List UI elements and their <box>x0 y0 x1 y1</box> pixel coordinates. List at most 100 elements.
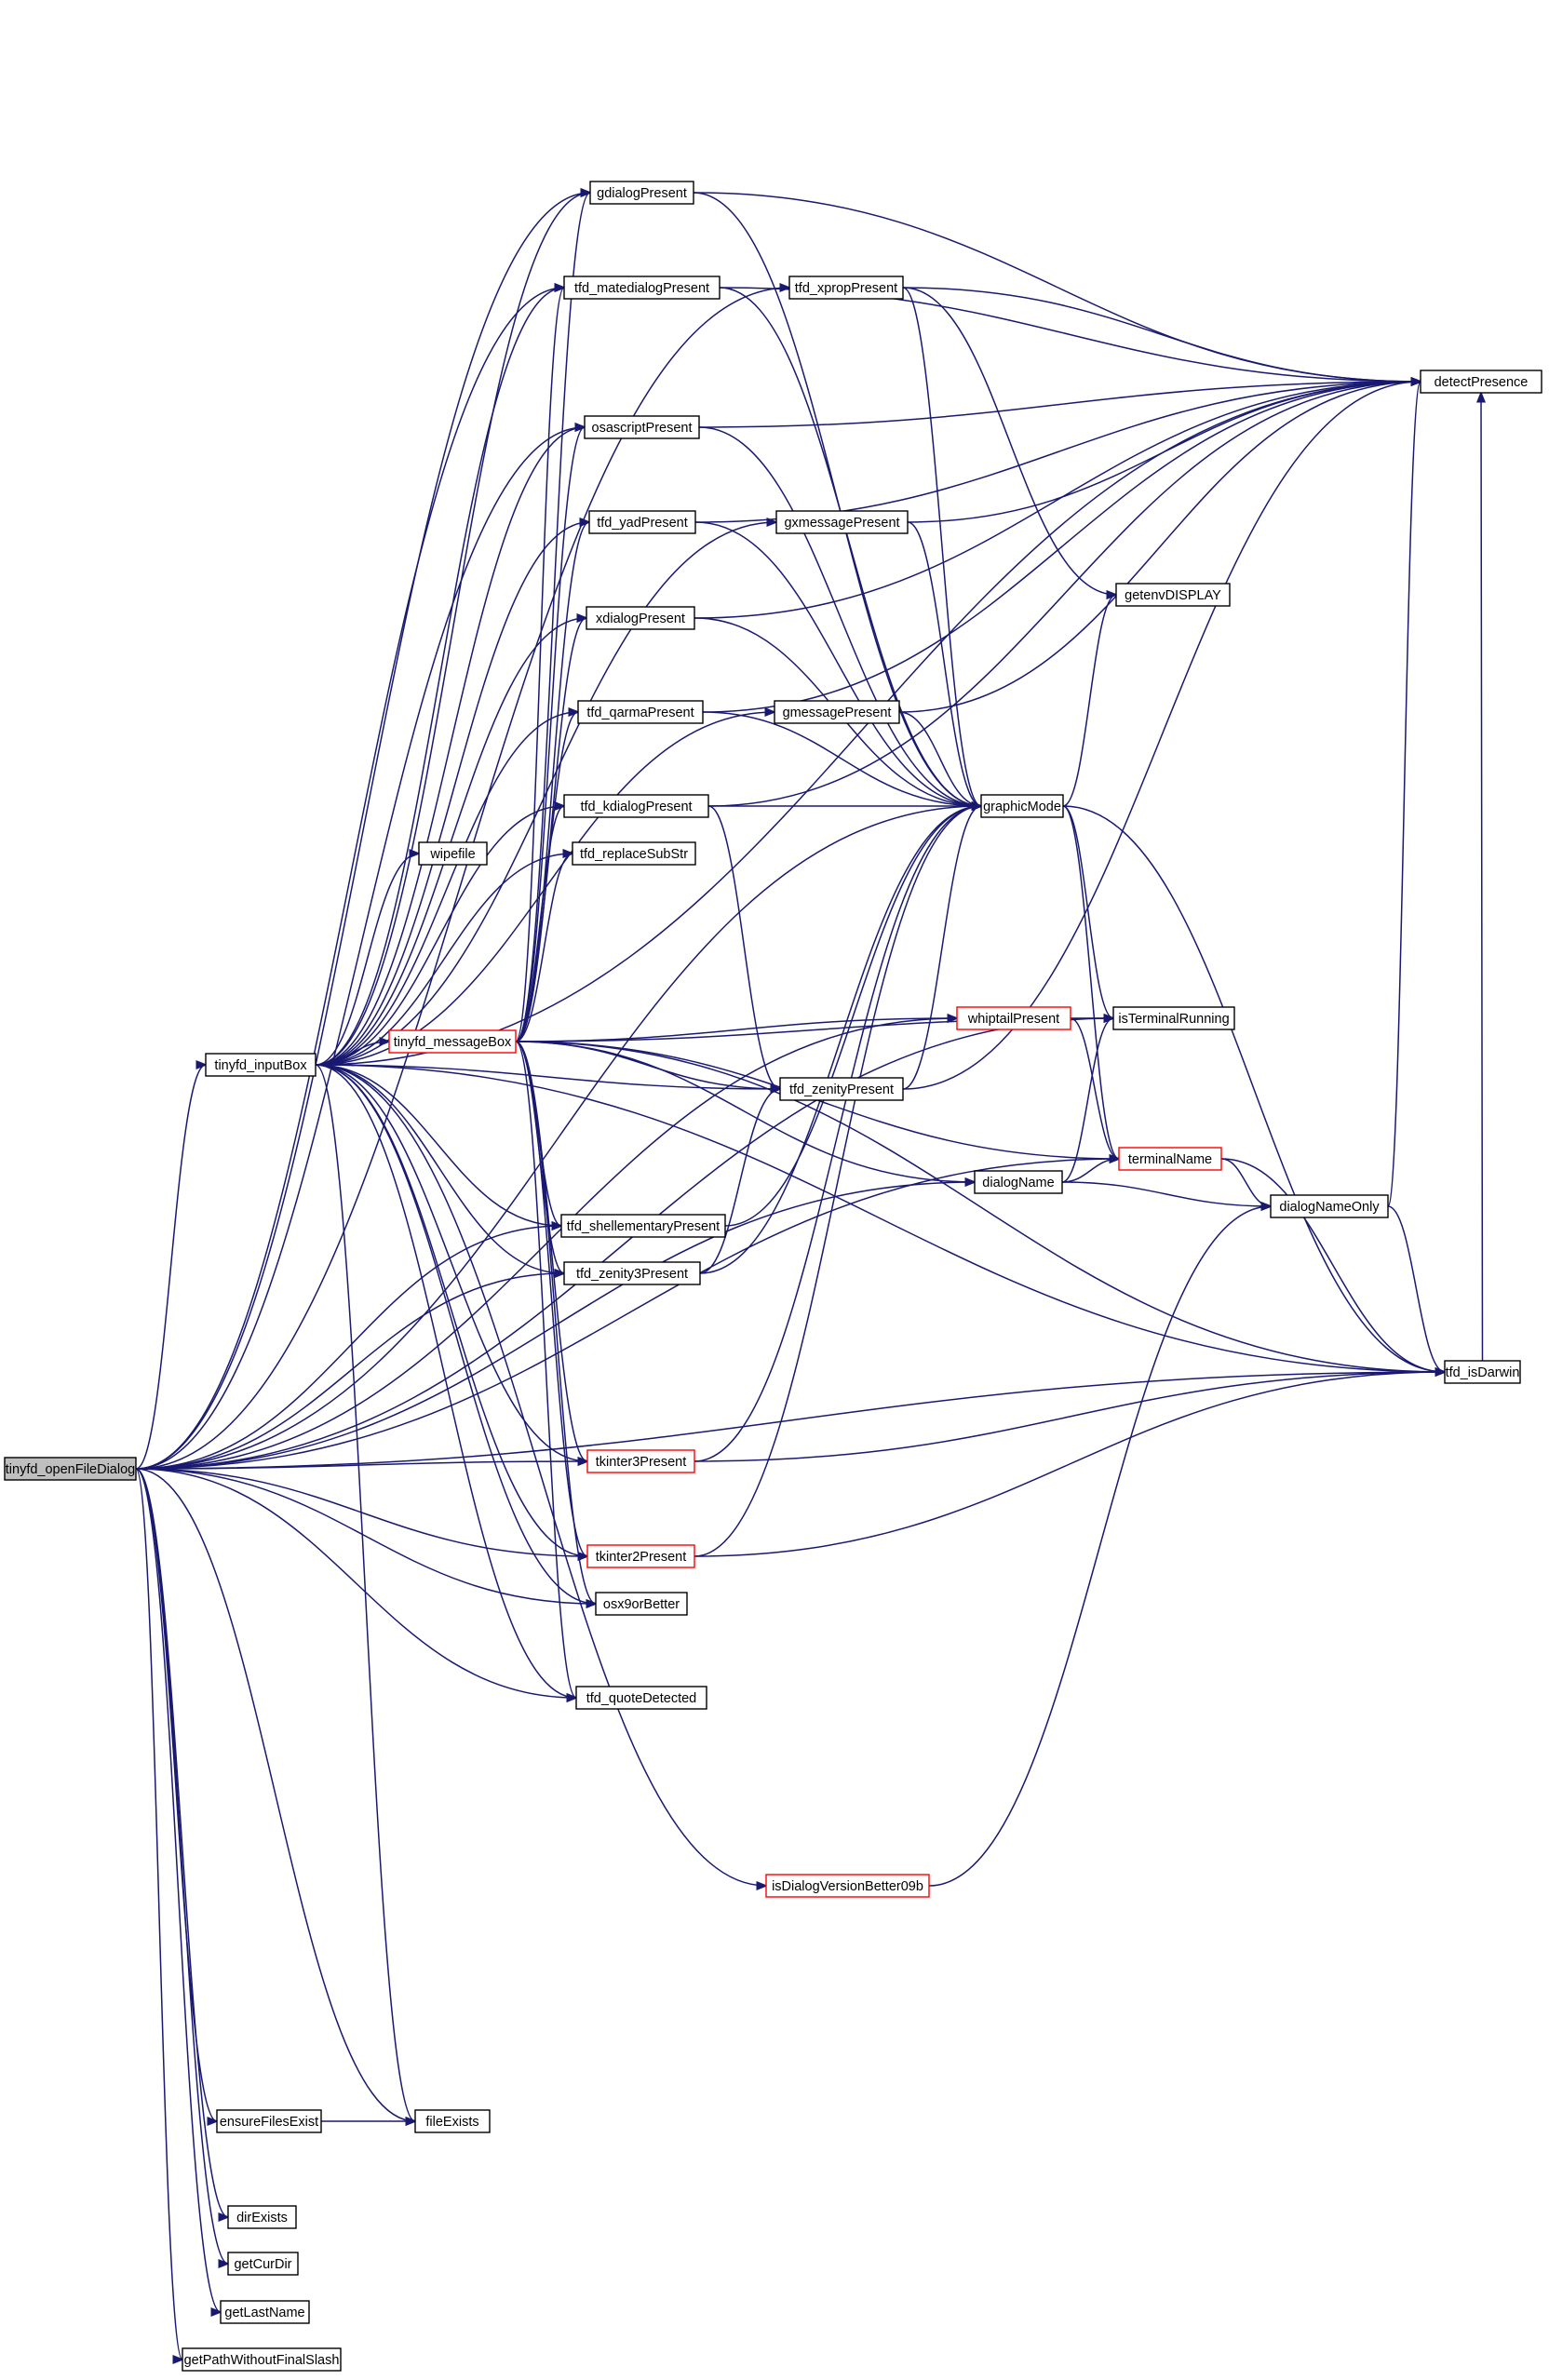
node-label: tinyfd_openFileDialog <box>6 1462 135 1477</box>
node-getLastName[interactable]: getLastName <box>220 2300 310 2324</box>
node-yadPresent[interactable]: tfd_yadPresent <box>588 510 696 534</box>
node-zenity3Present[interactable]: tfd_zenity3Present <box>563 1261 701 1285</box>
node-box <box>182 2347 342 2372</box>
node-label: wipefile <box>429 847 475 862</box>
node-label: osascriptPresent <box>592 421 693 436</box>
node-terminalName[interactable]: terminalName <box>1118 1147 1222 1171</box>
edge-inputBox-to-isDialogVersionBetter09b <box>315 1064 766 1886</box>
node-label: tfd_kdialogPresent <box>580 800 692 814</box>
edge-messageBox-to-osx9orBetter <box>515 1041 596 1604</box>
edge-yadPresent-to-detectPresence <box>694 382 1421 523</box>
node-gdialogPresent[interactable]: gdialogPresent <box>589 181 694 205</box>
edge-inputBox-to-gdialogPresent <box>315 193 590 1066</box>
node-messageBox[interactable]: tinyfd_messageBox <box>388 1029 517 1054</box>
node-zenityPresent[interactable]: tfd_zenityPresent <box>779 1077 904 1101</box>
node-fileExists[interactable]: fileExists <box>414 2109 491 2133</box>
node-getPathWithoutFinalSlash[interactable]: getPathWithoutFinalSlash <box>182 2347 342 2372</box>
node-dialogNameOnly[interactable]: dialogNameOnly <box>1270 1194 1389 1218</box>
node-xdialogPresent[interactable]: xdialogPresent <box>586 606 695 630</box>
node-box <box>418 841 488 866</box>
node-box <box>586 1544 695 1568</box>
node-isDarwin[interactable]: tfd_isDarwin <box>1444 1360 1521 1384</box>
node-detectPresence[interactable]: detectPresence <box>1420 370 1542 394</box>
node-box <box>1115 583 1231 607</box>
node-qarmaPresent[interactable]: tfd_qarmaPresent <box>577 700 704 724</box>
node-kdialogPresent[interactable]: tfd_kdialogPresent <box>563 794 709 818</box>
edge-inputBox-to-xdialogPresent <box>315 618 586 1066</box>
edge-gmessagePresent-to-graphicMode <box>898 711 981 806</box>
node-dialogName[interactable]: dialogName <box>974 1170 1063 1194</box>
edge-openFileDialog-to-dirExists <box>135 1468 228 2217</box>
node-box <box>220 2300 310 2324</box>
node-ensureFilesExist[interactable]: ensureFilesExist <box>216 2109 322 2133</box>
node-inputBox[interactable]: tinyfd_inputBox <box>205 1053 317 1077</box>
node-label: graphicMode <box>983 800 1061 814</box>
edge-messageBox-to-osascriptPresent <box>515 427 585 1042</box>
node-whiptailPresent[interactable]: whiptailPresent <box>956 1006 1071 1030</box>
node-label: dirExists <box>236 2211 288 2225</box>
node-tkinter3Present[interactable]: tkinter3Present <box>586 1449 695 1473</box>
node-label: gxmessagePresent <box>784 516 899 531</box>
node-openFileDialog[interactable]: tinyfd_openFileDialog <box>4 1457 137 1481</box>
edge-matedialogPresent-to-graphicMode <box>719 287 981 806</box>
edge-inputBox-to-isDarwin <box>315 1064 1445 1372</box>
node-box <box>216 2109 322 2133</box>
edge-inputBox-to-tkinter2Present <box>315 1064 587 1556</box>
node-box <box>572 841 696 866</box>
edge-terminalName-to-isDarwin <box>1220 1158 1445 1372</box>
edge-tkinter2Present-to-graphicMode <box>694 806 981 1557</box>
node-wipefile[interactable]: wipefile <box>418 841 488 866</box>
node-shellementaryPresent[interactable]: tfd_shellementaryPresent <box>560 1214 726 1238</box>
node-label: xdialogPresent <box>596 612 685 626</box>
node-tkinter2Present[interactable]: tkinter2Present <box>586 1544 695 1568</box>
edge-inputBox-to-qarmaPresent <box>315 712 578 1066</box>
node-box <box>575 1686 707 1710</box>
edge-zenityPresent-to-detectPresence <box>902 382 1421 1090</box>
node-xpropPresent[interactable]: tfd_xpropPresent <box>788 276 904 300</box>
node-label: tfd_zenity3Present <box>576 1267 688 1282</box>
edge-osascriptPresent-to-detectPresence <box>698 382 1421 428</box>
node-label: tfd_shellementaryPresent <box>567 1219 720 1234</box>
node-label: tfd_qarmaPresent <box>586 706 694 720</box>
edge-kdialogPresent-to-detectPresence <box>707 382 1421 807</box>
node-label: tinyfd_inputBox <box>214 1058 307 1073</box>
edge-layer <box>135 193 1483 2360</box>
edge-gxmessagePresent-to-graphicMode <box>907 521 981 806</box>
node-gmessagePresent[interactable]: gmessagePresent <box>774 700 900 724</box>
edge-messageBox-to-replaceSubStr <box>515 854 572 1042</box>
node-label: getenvDISPLAY <box>1125 588 1221 603</box>
node-box <box>205 1053 317 1077</box>
node-box <box>595 1592 688 1616</box>
node-label: gmessagePresent <box>783 706 892 720</box>
node-isTerminalRunning[interactable]: isTerminalRunning <box>1112 1006 1235 1030</box>
node-layer: tinyfd_openFileDialog tinyfd_inputBox tiny… <box>4 181 1542 2372</box>
node-label: tkinter3Present <box>596 1455 687 1470</box>
edge-tkinter2Present-to-isDarwin <box>694 1372 1445 1557</box>
edge-tkinter3Present-to-isDarwin <box>694 1372 1445 1462</box>
edge-openFileDialog-to-whiptailPresent <box>135 1018 957 1470</box>
node-box <box>227 2205 297 2229</box>
edge-yadPresent-to-graphicMode <box>694 521 981 806</box>
node-dirExists[interactable]: dirExists <box>227 2205 297 2229</box>
node-quoteDetected[interactable]: tfd_quoteDetected <box>575 1686 707 1710</box>
edge-zenityPresent-to-graphicMode <box>902 806 981 1090</box>
edge-openFileDialog-to-fileExists <box>135 1468 415 2121</box>
node-graphicMode[interactable]: graphicMode <box>980 794 1064 818</box>
node-isDialogVersionBetter09b[interactable]: isDialogVersionBetter09b <box>765 1874 930 1898</box>
edge-messageBox-to-qarmaPresent <box>515 712 578 1042</box>
edge-inputBox-to-matedialogPresent <box>315 288 564 1066</box>
edge-graphicMode-to-terminalName <box>1062 805 1119 1159</box>
node-replaceSubStr[interactable]: tfd_replaceSubStr <box>572 841 696 866</box>
node-box <box>589 181 694 205</box>
node-gxmessagePresent[interactable]: gxmessagePresent <box>775 510 909 534</box>
node-box <box>788 276 904 300</box>
node-osascriptPresent[interactable]: osascriptPresent <box>584 415 700 439</box>
node-label: dialogName <box>982 1176 1054 1190</box>
node-matedialogPresent[interactable]: tfd_matedialogPresent <box>563 276 721 300</box>
node-label: getLastName <box>224 2306 304 2320</box>
node-getCurDir[interactable]: getCurDir <box>227 2252 299 2276</box>
node-box <box>956 1006 1071 1030</box>
node-osx9orBetter[interactable]: osx9orBetter <box>595 1592 688 1616</box>
node-box <box>775 510 909 534</box>
node-getenvDISPLAY[interactable]: getenvDISPLAY <box>1115 583 1231 607</box>
